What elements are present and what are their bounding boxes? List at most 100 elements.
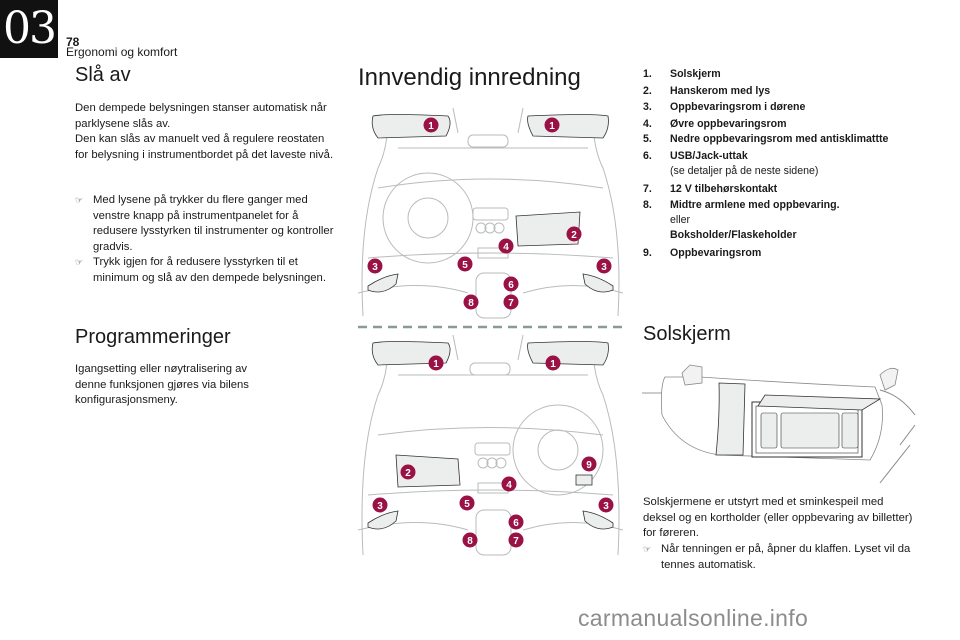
svg-text:4: 4 — [503, 242, 509, 253]
svg-text:1: 1 — [550, 359, 556, 370]
chapter-number-box: 03 — [0, 0, 58, 58]
item-number: 6. — [643, 150, 652, 162]
pointing-hand-icon: ☞ — [75, 195, 84, 205]
svg-text:8: 8 — [468, 298, 474, 309]
item-number: 8. — [643, 198, 652, 211]
callout-badge: 5 — [457, 256, 473, 272]
svg-text:5: 5 — [464, 499, 470, 510]
svg-text:3: 3 — [372, 262, 378, 273]
chapter-title: Ergonomi og komfort — [66, 45, 178, 59]
item-number: 9. — [643, 246, 652, 259]
svg-text:2: 2 — [405, 468, 411, 479]
list-item: 6. USB/Jack-uttak (se detaljer på de neste… — [643, 149, 893, 179]
list-item: 3. Oppbevaringsrom i dørene — [643, 99, 893, 116]
item-label: Solskjerm — [670, 68, 721, 80]
bullet-item: ☞ Med lysene på trykker du flere ganger … — [75, 193, 345, 255]
callout-badge: 4 — [501, 476, 517, 492]
page-number: 78 — [66, 35, 80, 49]
callout-badge: 3 — [372, 497, 388, 513]
item-note: (se detaljer på de neste sidene) — [670, 165, 819, 177]
list-item: 4. Øvre oppbevaringsrom — [643, 116, 893, 133]
paragraph-sla-av-2: Den kan slås av manuelt ved å regulere r… — [75, 133, 334, 161]
list-item: 7. 12 V tilbehørskontakt — [643, 181, 893, 198]
sun-visor-illustration — [642, 364, 916, 484]
interior-diagram-lhd: 1 1 2 3 3 4 5 6 7 8 — [358, 108, 623, 319]
item-number: 5. — [643, 133, 652, 145]
bullet-list-solskjerm: ☞ Når tenningen er på, åpner du klaffen.… — [643, 542, 918, 573]
svg-text:7: 7 — [513, 536, 519, 547]
callout-badge: 1 — [545, 355, 561, 371]
item-number: 1. — [643, 68, 652, 80]
callout-badge: 4 — [498, 238, 514, 254]
svg-text:2: 2 — [571, 230, 577, 241]
bullet-text: Når tenningen er på, åpner du klaffen. L… — [661, 543, 911, 571]
callout-badge: 3 — [367, 258, 383, 274]
callout-badge: 7 — [503, 294, 519, 310]
bullet-text: Med lysene på trykker du flere ganger me… — [93, 194, 334, 253]
paragraph-sla-av-1: Den dempede belysningen stanser automati… — [75, 102, 327, 130]
callout-badge: 1 — [544, 117, 560, 133]
callout-badge: 1 — [428, 355, 444, 371]
item-label: Midtre armlene med oppbevaring. — [670, 198, 840, 211]
pointing-hand-icon: ☞ — [75, 257, 84, 267]
svg-text:4: 4 — [506, 480, 512, 491]
svg-text:1: 1 — [433, 359, 439, 370]
callout-badge: 6 — [503, 276, 519, 292]
bullet-list-sla-av: ☞ Med lysene på trykker du flere ganger … — [75, 193, 345, 286]
svg-text:1: 1 — [549, 121, 555, 132]
svg-text:3: 3 — [377, 501, 383, 512]
svg-text:3: 3 — [601, 262, 607, 273]
item-label: Oppbevaringsrom i dørene — [670, 101, 806, 113]
item-label: Oppbevaringsrom — [670, 246, 762, 259]
item-label: USB/Jack-uttak — [670, 150, 748, 162]
item-number: 3. — [643, 101, 652, 113]
paragraph-solskjerm: Solskjermene er utstyrt med et sminkespe… — [643, 496, 913, 539]
item-note: eller — [670, 213, 691, 226]
bullet-item: ☞ Trykk igjen for å redusere lysstyrken … — [75, 255, 345, 286]
chapter-number: 03 — [3, 3, 57, 54]
svg-text:9: 9 — [586, 460, 592, 471]
item-label: 12 V tilbehørskontakt — [670, 183, 778, 195]
item-number: 7. — [643, 183, 652, 195]
svg-text:3: 3 — [603, 501, 609, 512]
section-title-sla-av: Slå av — [75, 64, 131, 86]
item-label-alt: Boksholder/Flaskeholder — [670, 228, 797, 241]
list-item: 5. Nedre oppbevaringsrom med antisklimatt… — [643, 132, 893, 147]
section-title-innvendig: Innvendig innredning — [358, 64, 581, 91]
callout-badge: 2 — [400, 464, 416, 480]
watermark[interactable]: carmanualsonline.info — [578, 605, 809, 631]
item-number: 4. — [643, 117, 652, 130]
section-title-solskjerm: Solskjerm — [643, 323, 731, 345]
callout-badge: 8 — [462, 532, 478, 548]
item-label: Øvre oppbevaringsrom — [670, 117, 787, 130]
bullet-item: ☞ Når tenningen er på, åpner du klaffen.… — [643, 542, 918, 573]
pointing-hand-icon: ☞ — [643, 544, 652, 554]
list-item: 1. Solskjerm — [643, 66, 893, 83]
list-item: 2.Hanskerom med lys — [643, 83, 893, 100]
bullet-text: Trykk igjen for å redusere lysstyrken ti… — [93, 256, 326, 284]
callout-badge: 6 — [508, 514, 524, 530]
callout-badge: 7 — [508, 532, 524, 548]
svg-text:1: 1 — [428, 121, 434, 132]
callout-badge: 1 — [423, 117, 439, 133]
callout-badge: 3 — [596, 258, 612, 274]
callout-badge: 2 — [566, 226, 582, 242]
svg-text:7: 7 — [508, 298, 514, 309]
list-item: 9. Oppbevaringsrom — [643, 245, 893, 262]
item-label: Nedre oppbevaringsrom med antisklimattte — [670, 133, 889, 145]
section-title-programmeringer: Programmeringer — [75, 326, 231, 348]
item-number: 2. — [643, 84, 652, 97]
callout-badge: 3 — [598, 497, 614, 513]
callout-badge: 5 — [459, 495, 475, 511]
paragraph-programmeringer: Igangsetting eller nøytralisering av den… — [75, 363, 249, 406]
callout-badge: 9 — [581, 456, 597, 472]
svg-text:8: 8 — [467, 536, 473, 547]
svg-text:6: 6 — [508, 280, 514, 291]
interior-diagram-rhd: 1 1 2 3 3 4 5 6 7 8 9 — [358, 335, 623, 556]
callout-badge: 8 — [463, 294, 479, 310]
svg-text:6: 6 — [513, 518, 519, 529]
svg-text:5: 5 — [462, 260, 468, 271]
storage-legend-list: 1. Solskjerm 2.Hanskerom med lys 3. Oppbev… — [643, 66, 893, 261]
diagram-divider — [358, 325, 623, 329]
